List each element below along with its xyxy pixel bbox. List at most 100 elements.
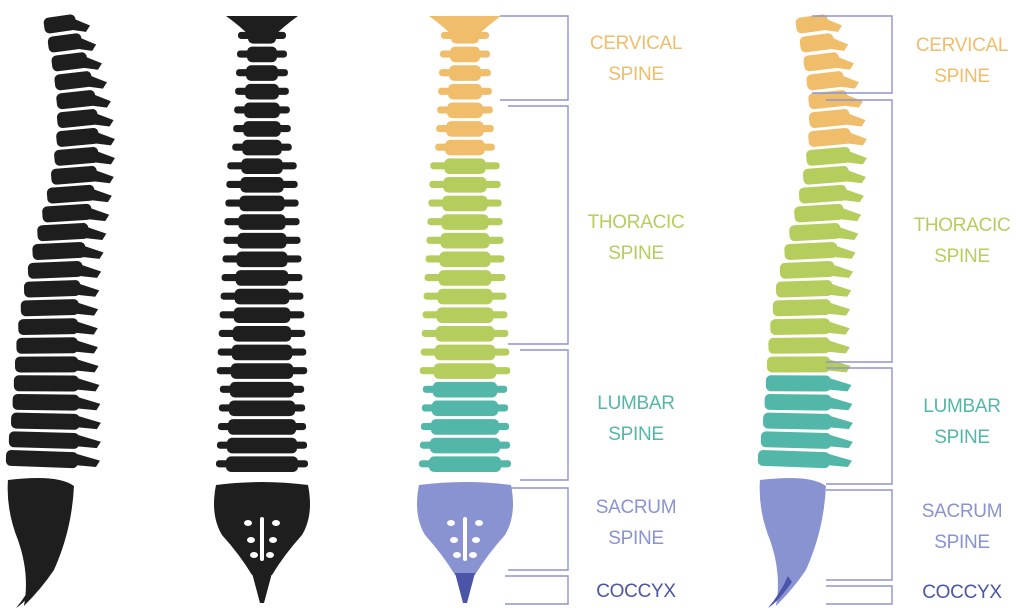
spinous-process xyxy=(81,245,103,259)
spinous-process xyxy=(75,302,98,316)
transverse-process xyxy=(426,255,505,262)
coccyx-label-line1: COCCYX xyxy=(892,577,1022,608)
transverse-process xyxy=(441,32,489,39)
sacral-midline xyxy=(260,517,264,561)
transverse-process xyxy=(219,330,306,337)
coccyx xyxy=(252,573,272,603)
transverse-process xyxy=(217,367,307,374)
spinous-process xyxy=(835,56,854,70)
spinous-process xyxy=(833,245,855,259)
spinous-process xyxy=(85,226,107,240)
vertebra xyxy=(51,52,88,72)
spinous-process xyxy=(95,132,115,146)
transverse-process xyxy=(232,144,291,151)
sacrum-label-line1: SACRUM xyxy=(892,496,1022,527)
thoracic-label-line2: SPINE xyxy=(566,238,706,269)
sacral-foramen xyxy=(247,537,255,543)
transverse-process xyxy=(430,162,499,169)
sacral-foramen xyxy=(250,552,258,558)
spinous-process xyxy=(94,113,114,127)
vertebra xyxy=(24,280,81,298)
spinous-process xyxy=(75,434,101,448)
lumbar-label-line1: LUMBAR xyxy=(566,388,706,419)
cervical-label-front: CERVICAL SPINE xyxy=(566,28,706,90)
vertebra xyxy=(37,223,89,242)
vertebra xyxy=(761,431,832,449)
transverse-process xyxy=(227,162,296,169)
transverse-process xyxy=(233,125,291,132)
transverse-process xyxy=(238,32,286,39)
transverse-process xyxy=(438,88,492,95)
transverse-process xyxy=(221,293,304,300)
vertebra xyxy=(51,166,98,185)
lumbar-label-line2: SPINE xyxy=(892,422,1022,453)
vertebra xyxy=(758,450,831,468)
transverse-process xyxy=(436,125,494,132)
coccyx-label-line1: COCCYX xyxy=(566,576,706,607)
transverse-process xyxy=(435,144,494,151)
vertebra xyxy=(784,242,838,260)
transverse-process xyxy=(237,51,287,58)
spinous-process xyxy=(93,169,114,183)
spinous-process xyxy=(74,359,98,373)
vertebra xyxy=(765,394,832,411)
cervical-label-side: CERVICAL SPINE xyxy=(892,30,1022,92)
spinous-process xyxy=(828,283,851,297)
coccyx xyxy=(455,573,475,603)
vertebra xyxy=(768,337,830,354)
vertebra xyxy=(806,147,851,167)
vertebra xyxy=(806,71,845,91)
vertebra xyxy=(21,299,79,316)
transverse-process xyxy=(422,330,509,337)
transverse-process xyxy=(236,69,288,76)
sacral-foramen xyxy=(266,552,274,558)
cervical-label-line1: CERVICAL xyxy=(892,30,1022,61)
spinous-process xyxy=(74,340,98,354)
cervical-label-line1: CERVICAL xyxy=(566,28,706,59)
transverse-process xyxy=(424,293,507,300)
sacral-foramen xyxy=(450,537,458,543)
vertebra xyxy=(789,223,841,242)
spinous-process xyxy=(76,415,101,429)
sacral-foramen xyxy=(475,520,483,526)
vertebra xyxy=(11,413,80,430)
transverse-process xyxy=(218,349,307,356)
lumbar-label-line1: LUMBAR xyxy=(892,391,1022,422)
thoracic-label-line1: THORACIC xyxy=(566,207,706,238)
vertebra xyxy=(776,280,833,298)
transverse-process xyxy=(234,106,290,113)
transverse-process xyxy=(219,404,305,411)
spinous-process xyxy=(847,132,867,146)
spine-side-view-silhouette xyxy=(6,14,115,608)
spinous-process xyxy=(826,340,850,354)
spinous-process xyxy=(843,188,864,202)
vertebra xyxy=(6,450,79,468)
transverse-process xyxy=(421,423,509,430)
spinous-process xyxy=(95,150,115,164)
spinous-process xyxy=(840,75,859,89)
cervical-label-line2: SPINE xyxy=(566,59,706,90)
bracket-cervical-front xyxy=(500,16,568,100)
spinous-process xyxy=(827,396,852,410)
transverse-process xyxy=(217,442,307,449)
cervical-label-line2: SPINE xyxy=(892,61,1022,92)
spine-side-view-colored xyxy=(758,14,867,608)
bracket-thoracic-front xyxy=(508,106,568,344)
vertebra xyxy=(799,185,848,204)
lumbar-label-line2: SPINE xyxy=(566,419,706,450)
transverse-process xyxy=(220,386,304,393)
spinous-process xyxy=(847,150,867,164)
spinous-process xyxy=(826,359,850,373)
thoracic-label-line1: THORACIC xyxy=(892,210,1022,241)
sacrum-label-line1: SACRUM xyxy=(566,492,706,523)
spinous-process xyxy=(828,415,853,429)
sacral-foramen xyxy=(469,552,477,558)
vertebra xyxy=(803,52,840,72)
sacrum xyxy=(8,478,74,606)
sacrum-label-line2: SPINE xyxy=(892,527,1022,558)
transverse-process xyxy=(223,255,302,262)
thoracic-label-front: THORACIC SPINE xyxy=(566,207,706,269)
spinous-process xyxy=(840,207,861,221)
vertebra xyxy=(28,261,83,279)
